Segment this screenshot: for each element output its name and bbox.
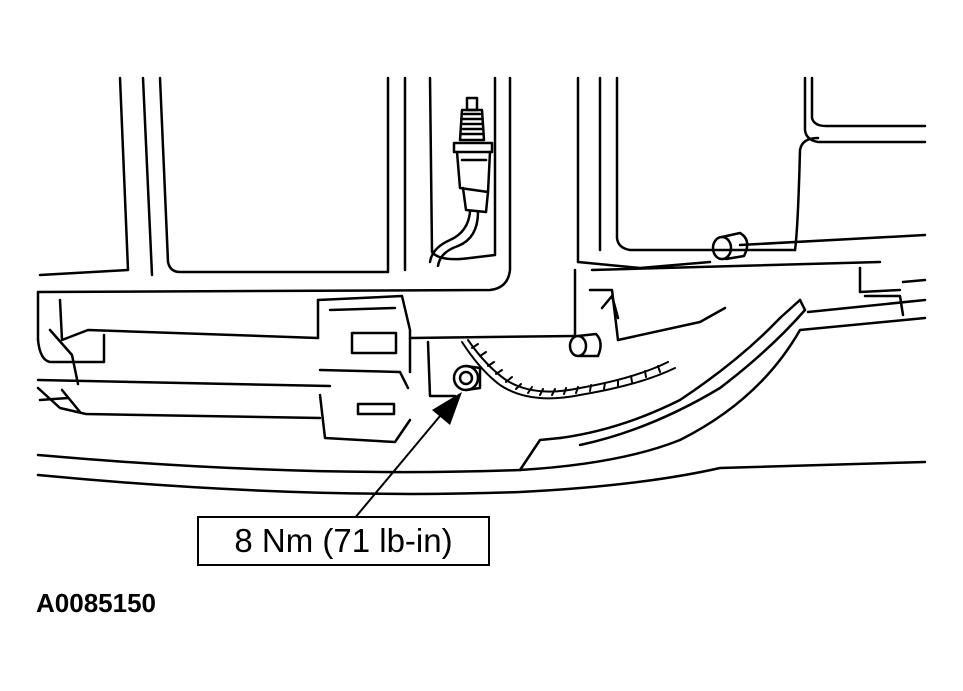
wiring-harness [461,339,676,400]
sensor-connector [428,96,494,268]
lower-rail-curve [36,266,927,496]
torque-callout-box: 8 Nm (71 lb-in) [197,516,490,566]
figure-id-label: A0085150 [36,588,156,618]
knob-right [711,231,749,261]
mid-rail [36,268,727,374]
fastener-nut [452,364,482,392]
stud-bolt [568,332,602,358]
right-panel [576,76,927,272]
lower-rail-left [36,328,457,444]
leader-arrow [353,392,462,520]
torque-callout-label: 8 Nm (71 lb-in) [234,522,453,559]
